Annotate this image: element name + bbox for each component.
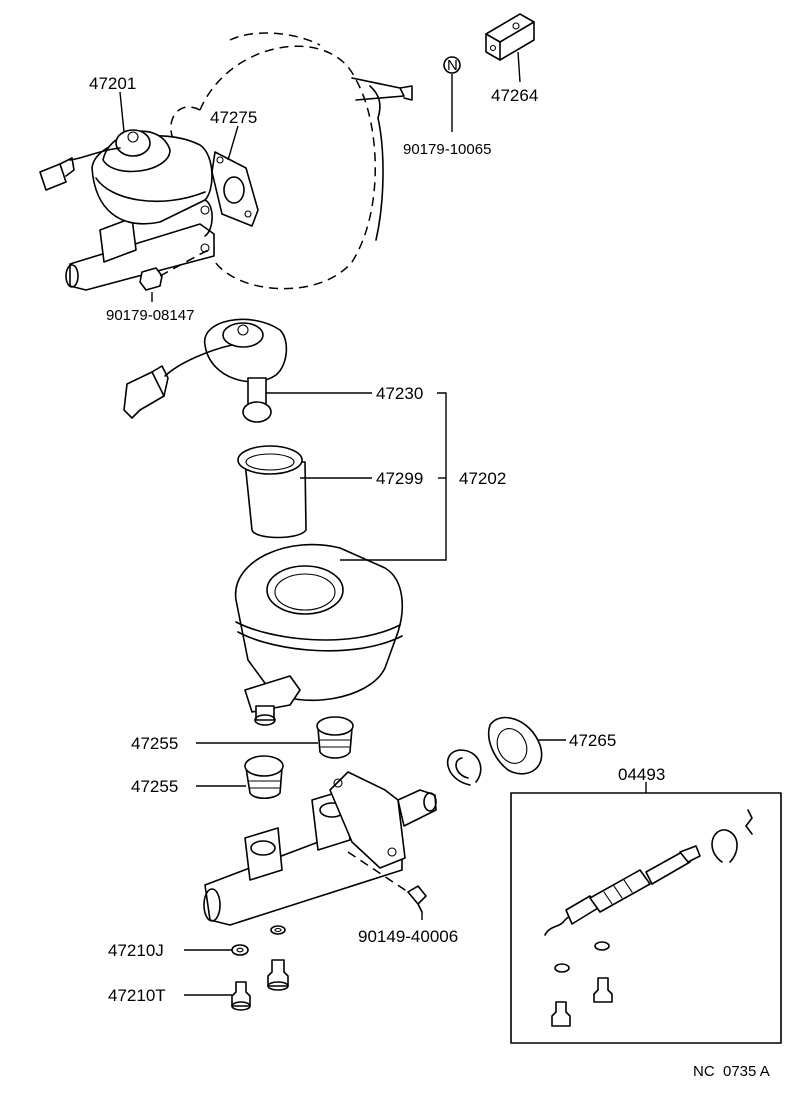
kit-retainer-clip bbox=[745, 809, 753, 835]
footer-code-right: 0735 A bbox=[723, 1063, 770, 1080]
bleeder-plug-and-seal bbox=[267, 925, 289, 991]
master-cylinder-body bbox=[203, 771, 437, 926]
label-47230: 47230 bbox=[376, 384, 423, 403]
seal-47210J bbox=[231, 944, 249, 956]
master-cylinder-assembly bbox=[65, 129, 215, 291]
booster-pushrod bbox=[351, 77, 413, 119]
kit-snap-ring bbox=[711, 829, 738, 863]
label-47299: 47299 bbox=[376, 469, 423, 488]
kit-04493-box bbox=[510, 792, 782, 1044]
nut-90179-08147 bbox=[139, 249, 209, 291]
cup-47265 bbox=[488, 716, 543, 775]
grommet-47255-upper bbox=[316, 716, 354, 759]
label-04493: 04493 bbox=[618, 765, 665, 784]
reservoir-47202 bbox=[234, 543, 403, 726]
label-90179-08147: 90179-08147 bbox=[106, 307, 194, 324]
note-marker-n-letter: N bbox=[447, 57, 458, 74]
label-47255-upper: 47255 bbox=[131, 734, 178, 753]
leader-lines bbox=[119, 51, 647, 996]
label-47275: 47275 bbox=[210, 108, 257, 127]
booster-flange bbox=[375, 117, 384, 241]
screw-90149-40006 bbox=[407, 885, 427, 913]
strainer-47299 bbox=[237, 445, 307, 539]
bleeder-plug-47210T bbox=[231, 981, 251, 1011]
label-90179-10065: 90179-10065 bbox=[403, 141, 491, 158]
kit-piston-assembly bbox=[544, 845, 701, 936]
label-47210T: 47210T bbox=[108, 986, 166, 1005]
fluid-level-sensor-wire-top bbox=[39, 147, 121, 191]
grommet-47255-lower bbox=[244, 755, 284, 800]
label-90149-40006: 90149-40006 bbox=[358, 927, 458, 946]
label-47202: 47202 bbox=[459, 469, 506, 488]
label-47265: 47265 bbox=[569, 731, 616, 750]
snap-ring bbox=[446, 749, 482, 786]
part-labels: 47201 47275 N 90179-10065 47264 90179-08… bbox=[89, 57, 770, 1080]
gasket-47275 bbox=[211, 151, 259, 227]
label-47201: 47201 bbox=[89, 74, 136, 93]
footer-code-left: NC bbox=[693, 1063, 715, 1080]
reservoir-cap-47230 bbox=[123, 318, 288, 423]
label-47210J: 47210J bbox=[108, 941, 164, 960]
kit-bleeder-plugs bbox=[551, 977, 613, 1027]
kit-seals bbox=[554, 941, 610, 973]
label-47255-lower: 47255 bbox=[131, 777, 178, 796]
label-47264: 47264 bbox=[491, 86, 538, 105]
clip-47264 bbox=[485, 13, 535, 61]
note-marker-n bbox=[443, 56, 461, 74]
